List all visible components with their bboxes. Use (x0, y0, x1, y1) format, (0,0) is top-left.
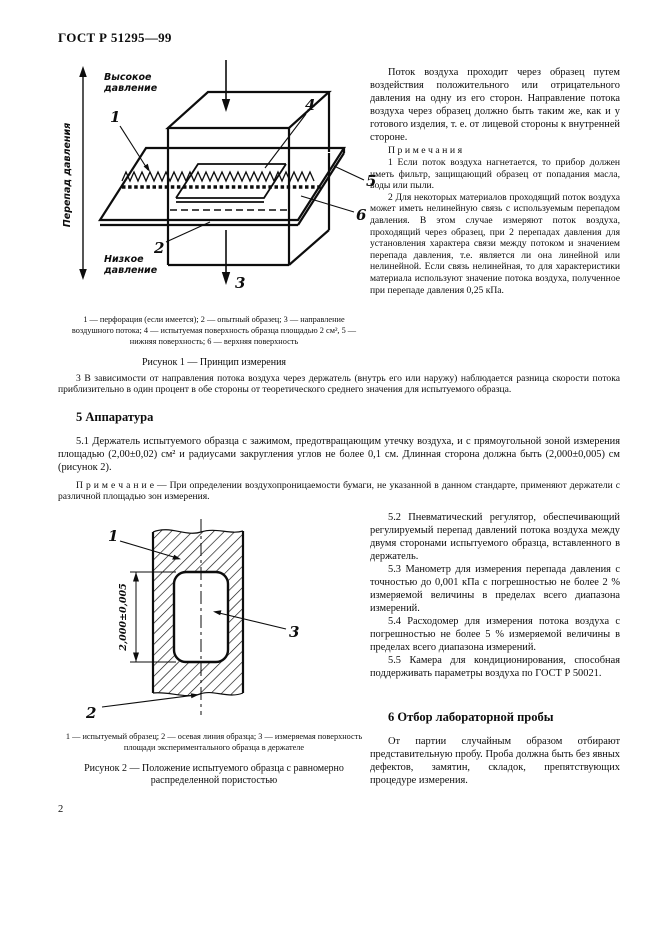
intro-text-column: Поток воздуха проходит через образец пут… (370, 60, 620, 296)
notes-heading: П р и м е ч а н и я (388, 145, 463, 156)
figure2-callout-3: 3 (289, 623, 299, 641)
section5-heading: 5 Аппаратура (76, 409, 154, 424)
outlet-flow-arrow (221, 230, 231, 285)
figure2-callout-1: 1 (108, 527, 118, 545)
leader-arrowhead-3 (213, 610, 222, 616)
perforation-band (121, 170, 322, 189)
high-pressure-label: Высокое (104, 72, 152, 83)
paragraph-5-2: 5.2 Пневматический регулятор, обеспечива… (370, 511, 620, 562)
figure1-leaders (119, 113, 365, 243)
low-pressure-label: Низкое (104, 254, 144, 265)
leader-arrowhead-2 (190, 693, 199, 699)
figure1-legend: 1 — перфорация (если имеется); 2 — опытн… (71, 315, 357, 346)
apparatus-text-column: 5.2 Пневматический регулятор, обеспечива… (370, 511, 620, 787)
paragraph-5-5: 5.5 Камера для кондиционирования, способ… (370, 654, 620, 679)
doc-code: ГОСТ Р 51295—99 (58, 30, 172, 45)
page-number: 2 (58, 803, 64, 815)
note-3: 3 В зависимости от направления потока во… (58, 372, 620, 396)
figure1-callout-2: 2 (153, 239, 164, 257)
figure2-legend: 1 — испытуемый образец; 2 — осевая линия… (65, 731, 363, 752)
note-text: — При определении воздухопроницаемости б… (58, 479, 621, 503)
figure2-leaders (101, 540, 287, 708)
intro-paragraph: Поток воздуха проходит через образец пут… (370, 67, 620, 143)
dimension-arrow-bottom (133, 652, 139, 662)
low-pressure-label2: давление (103, 265, 158, 276)
leader-arrowhead-1 (172, 554, 181, 560)
holder-hatched-block (153, 529, 243, 696)
pressure-axis-arrow (79, 66, 87, 280)
measured-area (175, 163, 287, 203)
figure1-callout-1: 1 (110, 108, 120, 126)
figure2-block: 2,000±0,005 1 2 3 1 — испытуемый о (58, 511, 370, 815)
note-5-1: П р и м е ч а н и е — При определении во… (58, 480, 620, 503)
high-pressure-label2: давление (103, 83, 158, 94)
section6-paragraph: От партии случайным образом отбирают пре… (370, 735, 620, 786)
leader-arrowhead (143, 163, 150, 172)
figure1-callout-3: 3 (235, 274, 245, 292)
pressure-drop-label: Перепад давления (62, 123, 73, 227)
figure1-block: Высокое давление Низкое давление Перепад… (58, 60, 376, 370)
paragraph-5-4: 5.4 Расходомер для измерения потока возд… (370, 615, 620, 653)
figure1-callout-4: 4 (305, 96, 315, 114)
figure1-diagram: Высокое давление Низкое давление Перепад… (62, 60, 376, 292)
dimension-arrow-top (133, 571, 139, 582)
holder-outline (151, 529, 245, 697)
note-label: П р и м е ч а н и е (76, 479, 154, 491)
figure1-caption: Рисунок 1 — Принцип измерения (141, 357, 287, 368)
lower-chamber (168, 153, 331, 267)
sample-plate (97, 146, 347, 227)
paragraph-5-3: 5.3 Манометр для измерения перепада давл… (370, 563, 620, 614)
note-1: 1 Если поток воздуха нагнетается, то при… (370, 157, 620, 192)
dimension-label: 2,000±0,005 (118, 583, 129, 652)
upper-chamber (165, 90, 332, 265)
figure2-diagram: 2,000±0,005 1 2 3 (85, 518, 299, 722)
paragraph-5-1: 5.1 Держатель испытуемого образца с зажи… (58, 435, 620, 473)
inlet-flow-arrow (221, 60, 231, 112)
figure2-caption: Рисунок 2 — Положение испытуемого образц… (84, 762, 344, 787)
figure1-callout-5: 5 (366, 172, 376, 190)
section6-heading: 6 Отбор лабораторной пробы (388, 709, 554, 724)
dimension-lines (130, 571, 176, 663)
figure2-callout-2: 2 (85, 704, 96, 722)
note-2: 2 Для некоторых материалов проходящий по… (370, 191, 620, 296)
figure1-callout-6: 6 (356, 206, 367, 224)
